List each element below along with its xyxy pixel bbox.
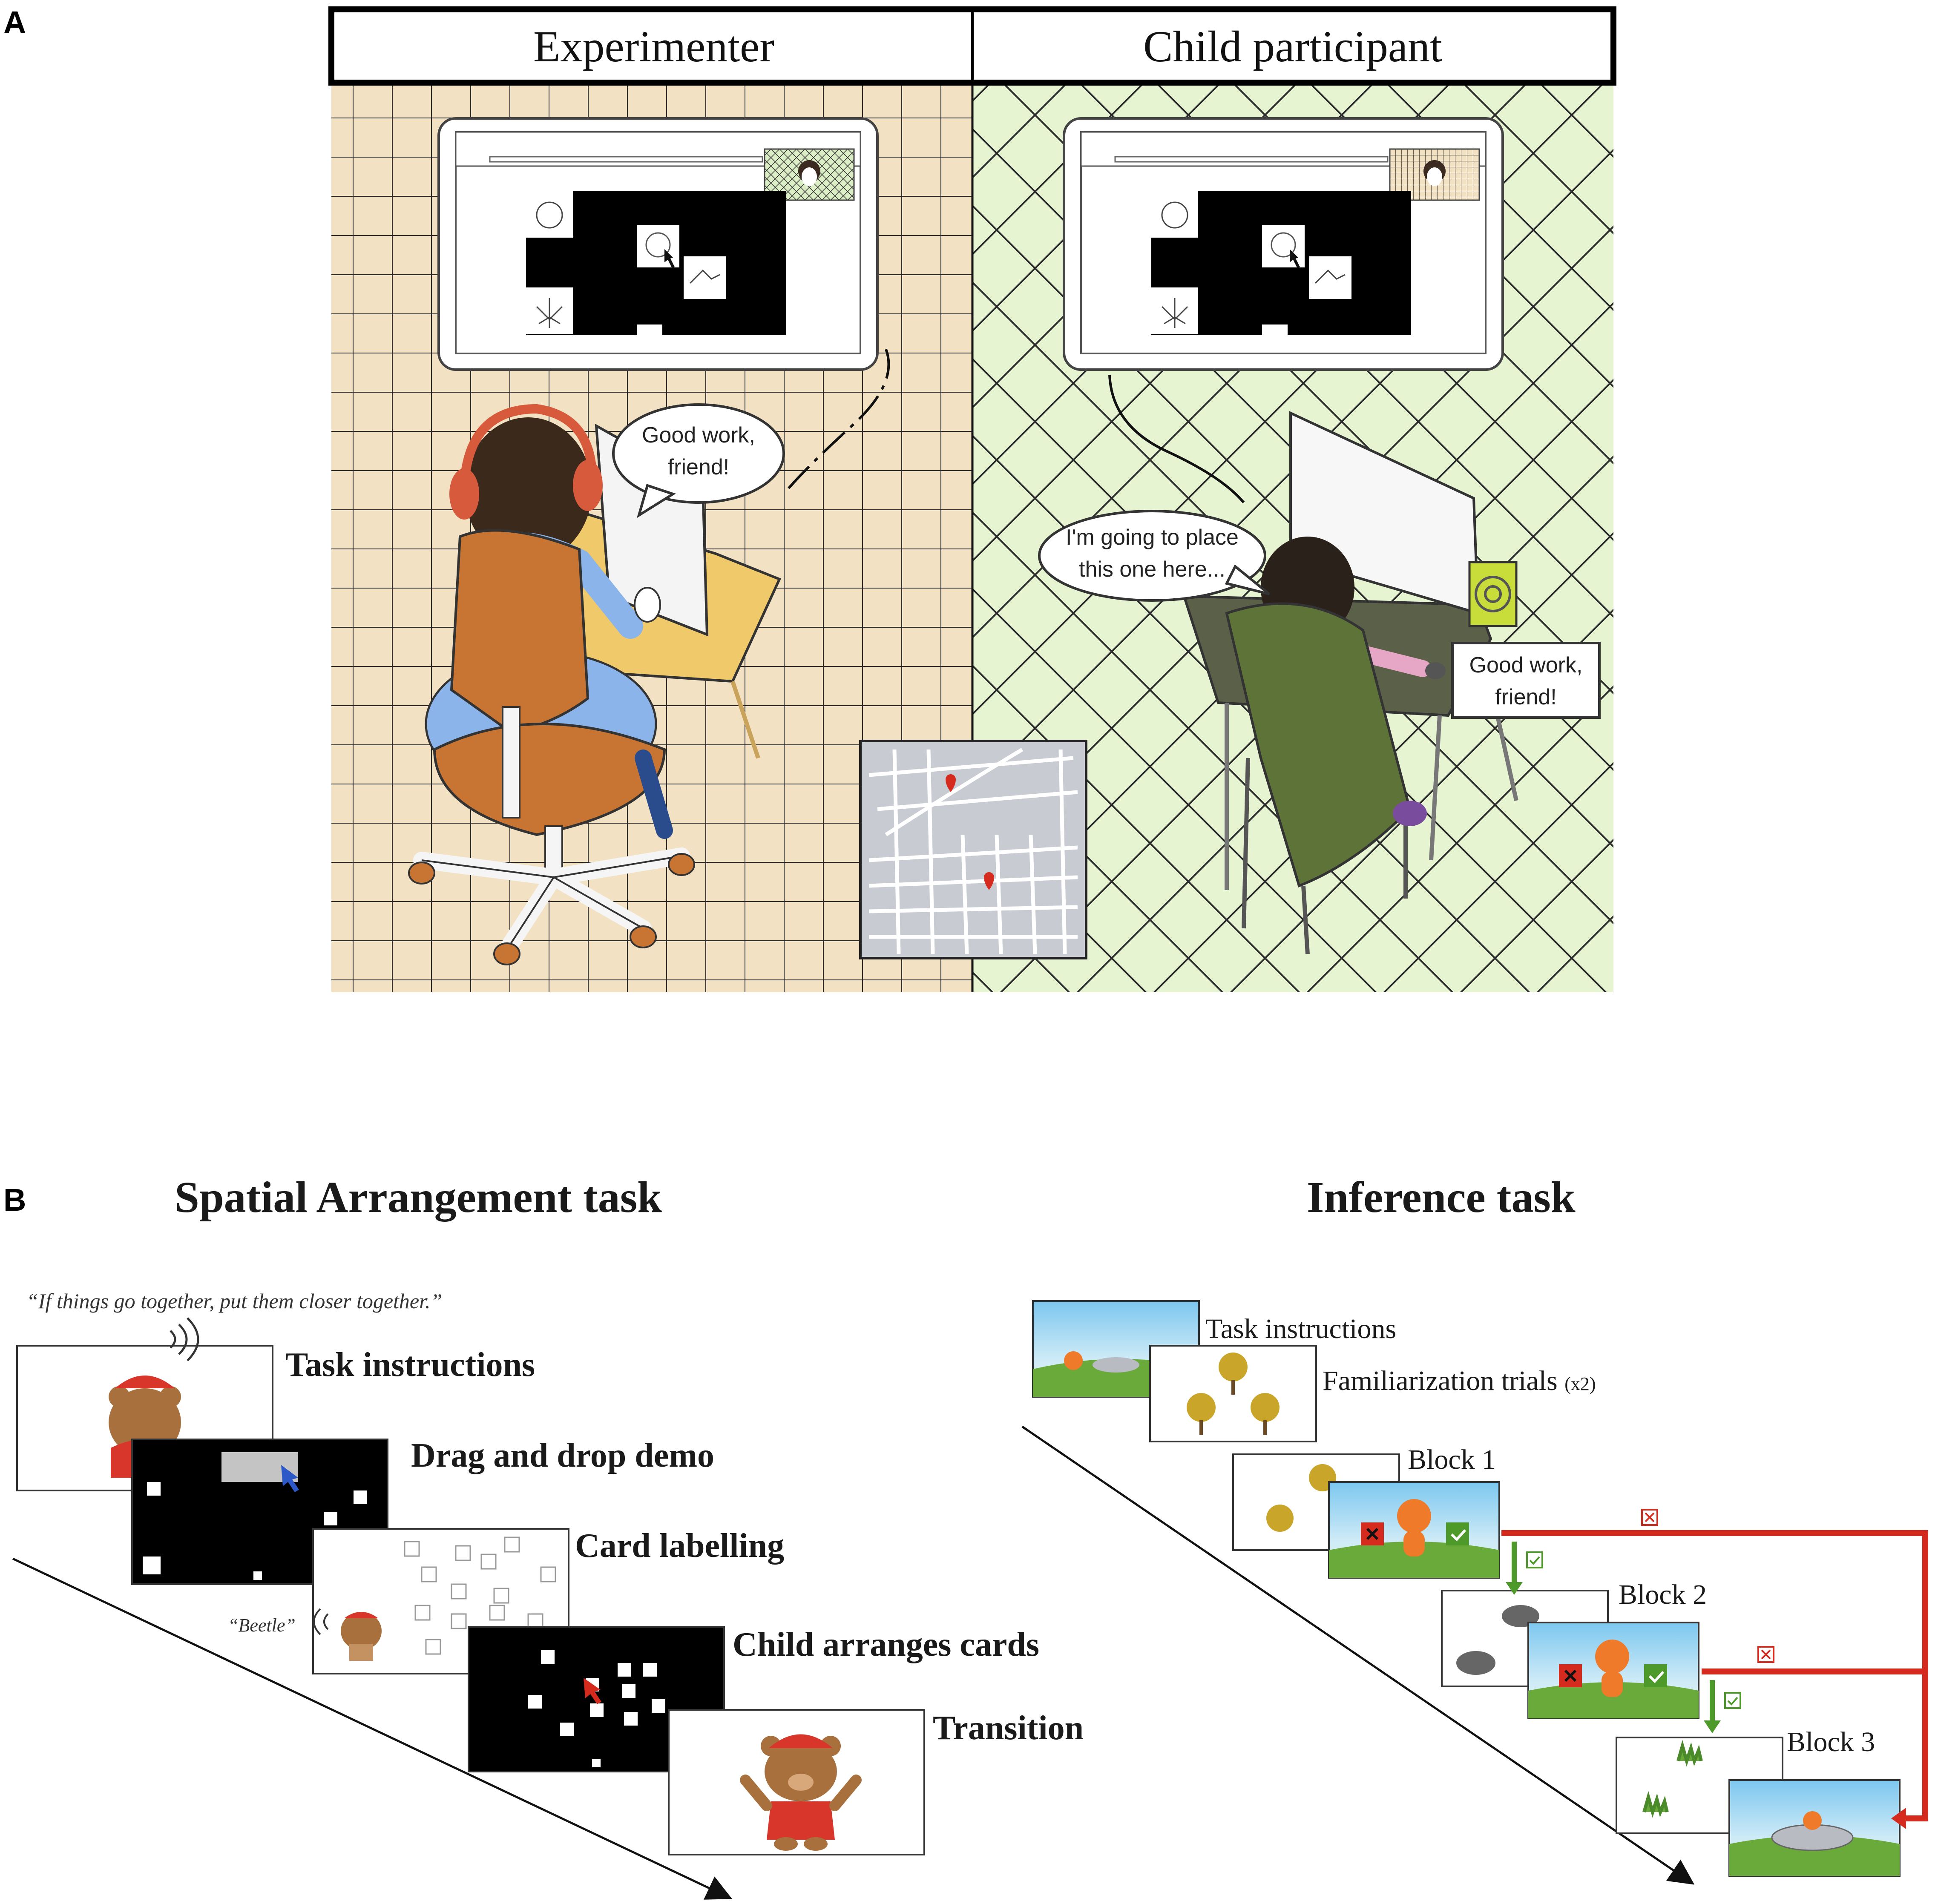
experimenter-bubble-line-1: Good work,	[642, 423, 755, 448]
block-3-screens	[1616, 1737, 1901, 1877]
child-speech-bubble	[1038, 510, 1266, 602]
screen-familiarization	[1149, 1345, 1317, 1442]
step-transition: Transition	[933, 1709, 1084, 1747]
incorrect-feedback-arrows	[1501, 1509, 1928, 1829]
speaker-box-line-1: Good work,	[1469, 653, 1583, 678]
block-3-label: Block 3	[1787, 1726, 1875, 1758]
panel-b-letter: B	[3, 1182, 26, 1218]
step-drag-drop-demo: Drag and drop demo	[411, 1437, 714, 1474]
timeline-arrow	[12, 1557, 733, 1900]
spatial-task-diagram	[12, 1317, 925, 1900]
block-2-label: Block 2	[1619, 1579, 1707, 1610]
experimenter-scene	[408, 404, 782, 965]
child-scene	[1182, 411, 1518, 954]
panel-a-letter: A	[3, 5, 26, 40]
experimenter-screen-callout	[437, 117, 890, 495]
inference-task-title: Inference task	[1307, 1173, 1576, 1222]
experimenter-bubble-line-2: friend!	[667, 455, 730, 480]
speaker-text-box	[1451, 642, 1601, 719]
instruction-quote: “If things go together, put them closer …	[26, 1289, 443, 1313]
experimenter-bubble-text: Good work, friend!	[618, 419, 779, 484]
correct-feedback-arrows	[1506, 1542, 1741, 1733]
small-bear-icon	[341, 1612, 382, 1661]
map-inset	[859, 740, 1087, 959]
child-bubble-line-2: this one here...	[1079, 557, 1225, 582]
familiarization-label: Familiarization trials (x2)	[1323, 1367, 1596, 1395]
inference-task-instructions-label: Task instructions	[1205, 1313, 1397, 1344]
block-1-label: Block 1	[1408, 1444, 1496, 1475]
timeline-arrow-inference	[1021, 1425, 1695, 1885]
speaker-box-text: Good work, friend!	[1452, 649, 1599, 714]
step-task-instructions: Task instructions	[285, 1346, 535, 1384]
child-screen-callout	[1063, 117, 1504, 503]
child-bubble-text: I'm going to place this one here...	[1041, 522, 1263, 586]
familiarization-text: Familiarization trials	[1323, 1365, 1558, 1396]
beetle-quote: “Beetle”	[228, 1615, 296, 1636]
block-2-screens	[1441, 1590, 1699, 1719]
bear-waving-icon	[740, 1734, 862, 1851]
block-1-screens	[1232, 1453, 1500, 1579]
speaker-box-line-2: friend!	[1495, 685, 1557, 710]
familiarization-count: (x2)	[1564, 1373, 1596, 1394]
header-experimenter: Experimenter	[533, 22, 774, 71]
header-child-participant: Child participant	[1143, 22, 1442, 71]
step-card-labelling: Card labelling	[575, 1527, 785, 1565]
inference-task-diagram	[1021, 1300, 1928, 1885]
step-child-arranges: Child arranges cards	[733, 1626, 1039, 1663]
spatial-task-title: Spatial Arrangement task	[175, 1173, 662, 1222]
experimenter-speech-bubble	[612, 403, 785, 504]
child-bubble-line-1: I'm going to place	[1066, 525, 1239, 550]
panel-a	[328, 6, 1616, 992]
